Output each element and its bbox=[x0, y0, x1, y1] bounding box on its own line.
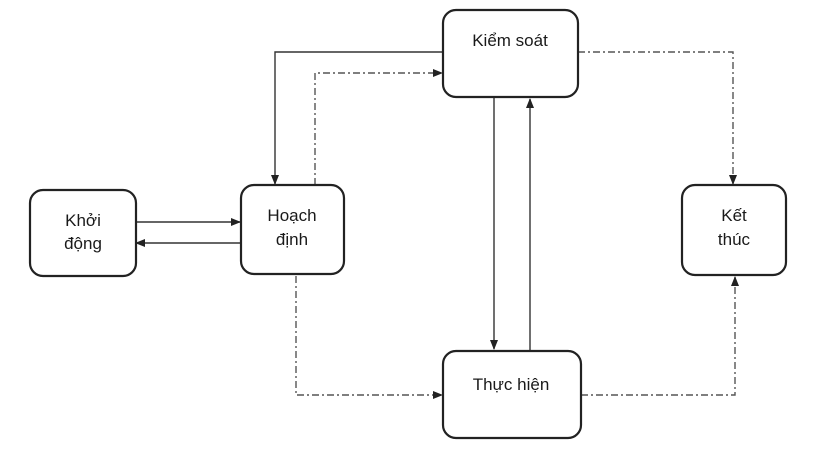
node-label: định bbox=[276, 230, 308, 249]
node-hoach-dinh: Hoạch định bbox=[239, 183, 346, 276]
node-label: thúc bbox=[718, 230, 751, 249]
arrow-hoach-dinh-to-kiem-soat bbox=[314, 69, 443, 185]
node-label: Thực hiện bbox=[473, 375, 550, 394]
node-thuc-hien: Thực hiện bbox=[441, 349, 583, 440]
node-label: Khởi bbox=[65, 211, 101, 230]
arrow-kiem-soat-to-ket-thuc bbox=[578, 51, 737, 185]
arrow-hoach-dinh-to-thuc-hien bbox=[295, 276, 443, 399]
arrow-kiem-soat-to-hoach-dinh bbox=[271, 51, 443, 185]
node-khoi-dong: Khởi động bbox=[28, 188, 138, 278]
arrow-thuc-hien-to-ket-thuc bbox=[581, 276, 739, 396]
node-label: Hoạch bbox=[267, 206, 316, 225]
node-kiem-soat: Kiểm soát bbox=[441, 8, 580, 99]
node-label: Kết bbox=[721, 206, 747, 225]
node-ket-thuc: Kết thúc bbox=[680, 183, 788, 277]
node-label: Kiểm soát bbox=[472, 31, 548, 50]
node-label: động bbox=[64, 234, 102, 253]
